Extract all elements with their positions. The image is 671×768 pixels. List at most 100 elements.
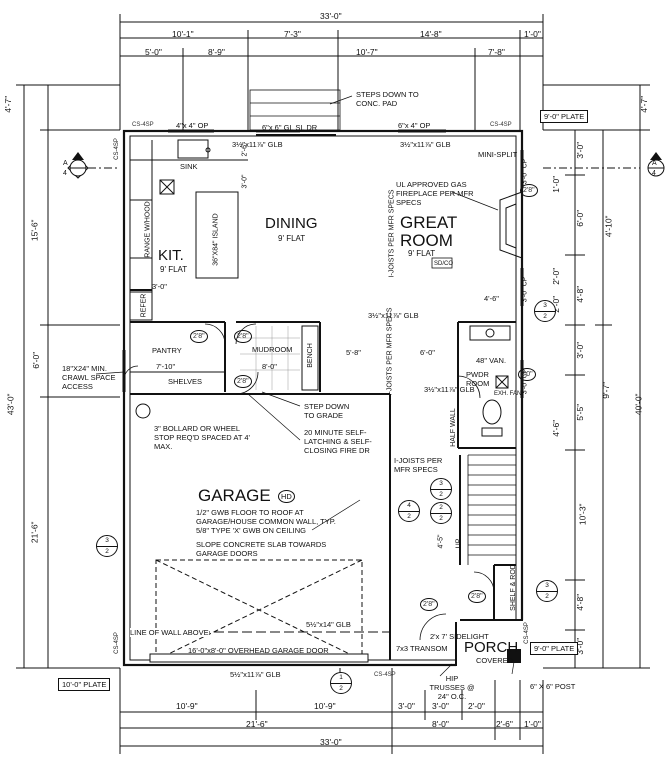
window-cp-2: 3'-0" CP [521,276,529,303]
note-kit-dim3: 2'-6" [241,142,249,157]
note-crawl: 18"X24" MIN. CRAWL SPACE ACCESS [62,364,116,391]
dim-right-outer-1: 4'-7" [639,95,650,113]
door-tag-2: 2'8" [234,330,252,343]
dim-bottom-row2-3: 3'-0" [398,701,415,711]
dim-top-row2-2: 8'-9" [208,47,225,57]
dim-top-overall: 33'-0" [320,11,342,21]
toilet-icon [482,399,502,425]
dim-left-overall: 43'-0" [5,393,16,416]
porch-wall-2 [460,580,523,621]
note-shelf-rod: SHELF & ROD [509,564,517,611]
corner-label-3: CS-4SP [113,632,120,654]
dim-bottom-row2-5: 2'-0" [468,701,485,711]
room-mudroom-name: MUDROOM [252,345,293,354]
note-fireplace: UL APPROVED GAS FIREPLACE PER MFR SPECS [396,180,474,207]
room-kitchen-ceiling: 9' FLAT [160,265,188,274]
note-steps-conc: STEPS DOWN TO CONC. PAD [356,90,419,108]
dim-right-mid-2: 9'-7" [601,381,612,399]
room-powder-name-2: ROOM [466,379,490,388]
note-glb-top-right: 3½"x11⅞" GLB [400,140,451,149]
exterior-wall-outer [122,129,524,667]
steps-conc [249,89,341,131]
note-step-grade: STEP DOWN TO GRADE [304,402,350,420]
dim-right-inner-1: 3'-0" [575,141,586,159]
leader [439,663,453,677]
vanity [469,325,511,341]
dim-right-small-2: 2'-0" [551,267,562,285]
corner-label-1: CS-4SP [132,122,154,128]
dim-top-row1-3: 14'-8" [420,29,442,39]
room-mudroom-dim: 8'-0" [262,362,277,371]
bollard-icon [135,403,151,419]
door-tag-7: 2'8" [520,184,538,197]
stairs [467,454,516,565]
door-tag-4: 2'8" [420,598,438,611]
dim-top-row2-4: 7'-8" [488,47,505,57]
note-sidelight: 2'x 7' SIDELIGHT [430,632,489,641]
toilet-tank [481,427,503,437]
pwdr-exhaust-fan-icon [495,375,509,389]
door-tag-3: 2'8" [234,375,252,388]
note-glb-top-left: 3½"x11⅞" GLB [232,140,283,149]
dim-bottom-row2-1: 10'-9" [176,701,198,711]
note-sd-co: SD/CO [434,261,454,267]
note-glb-garage: 5½"x14" GLB [306,620,351,629]
vanity-sink-icon [485,328,495,338]
window-cp-1: 3'-0" CP [521,158,529,185]
section-marker-right [647,152,665,177]
pantry-shelves-label: SHELVES [168,377,203,386]
corner-label-4: CS-4SP [523,622,530,644]
kitchen-island-label: 36"X84" ISLAND [212,213,220,266]
note-half-wall: HALF WALL [449,408,457,447]
kitchen-range-label: RANGE W/HOOD [144,201,152,258]
note-kit-dim2: 3'-0" [241,174,249,189]
note-mini-split: MINI-SPLIT [478,150,518,159]
dim-right-overall: 40'-0" [633,393,644,416]
exhaust-fan-icon [159,179,175,195]
dim-right-mid-1: 4'-10" [603,215,614,238]
room-garage-name: GARAGE [198,486,271,505]
dim-right-inner-4: 3'-0" [575,341,586,359]
corner-label-6: CS-4SP [374,672,396,678]
leader [451,191,499,211]
note-joists-1: I-JOISTS PER MFR SPECS [388,189,396,278]
dim-right-inner-6: 10'-3" [577,503,588,526]
note-joists-2: I-JOISTS PER MFR SPECS [386,307,394,396]
note-mud-dim: 5'-8" [346,348,361,357]
door-swing [123,365,139,381]
dim-top-row1-2: 7'-3" [284,29,301,39]
room-powder-name-1: PWDR [466,370,489,379]
note-transom: 7x3 TRANSOM [396,644,448,653]
note-entry-dim: 4'-5" [437,534,445,549]
door-swing [419,613,447,641]
note-kit-dim: 3'-0" [152,282,167,291]
leader [95,371,125,375]
dim-bottom-overall: 33'-0" [320,737,342,747]
mudroom-bench-label: BENCH [306,343,314,368]
door-swing [473,571,495,593]
dim-top-row1-1: 10'-1" [172,29,194,39]
note-glb-mid: 3½"x11⅞" GLB [368,311,419,320]
powder-vanity-label: 48" VAN. [476,356,507,365]
kitchen-island [195,191,239,279]
leader [311,499,361,531]
dim-bottom-row2-2: 10'-9" [314,701,336,711]
note-gwb: 1/2" GWB FLOOR TO ROOF AT GARAGE/HOUSE C… [196,508,336,535]
door-swing [204,323,226,345]
dim-bottom-row1-3: 2'-6" [496,719,513,729]
note-pwdr-dim: 6'-0" [420,348,435,357]
dim-top-row2-1: 5'-0" [145,47,162,57]
note-window-top-right: 6"x 4" OP [398,121,431,130]
door-tag-6: 3'0" [518,368,536,381]
note-bollard: 3" BOLLARD OR WHEEL STOP REQ'D SPACED AT… [154,424,250,451]
sd-co-box [431,257,453,269]
room-dining-name: DINING [265,215,318,232]
dim-right-small-1: 1'-0" [551,175,562,193]
note-up: UP [455,538,463,549]
